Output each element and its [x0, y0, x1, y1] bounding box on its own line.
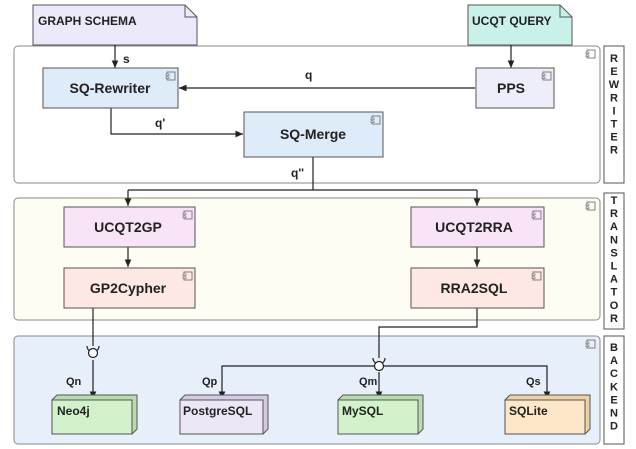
edge-label-q: q: [305, 68, 312, 82]
component-icon: [585, 201, 596, 211]
mysql-node: MySQL: [337, 394, 424, 435]
interface-socket-sql: [372, 357, 386, 372]
edge-q-double-prime: [128, 157, 477, 191]
rra2sql-node: RRA2SQL: [410, 267, 545, 309]
gp2cypher-label: GP2Cypher: [90, 280, 167, 296]
postgresql-node: PostgreSQL: [179, 394, 269, 435]
edge-rra2sql-bus: [378, 308, 478, 358]
edge-label-qs: Qs: [526, 376, 541, 388]
neo4j-node: Neo4j: [51, 394, 138, 435]
graph-schema-label: GRAPH SCHEMA: [38, 14, 137, 28]
pps-label: PPS: [497, 80, 525, 96]
edge-qp: [218, 365, 379, 399]
component-icon: [182, 271, 193, 281]
rra2sql-label: RRA2SQL: [441, 280, 508, 296]
sqlite-label: SQLite: [509, 404, 548, 418]
neo4j-label: Neo4j: [57, 404, 90, 418]
ucqt-query-label: UCQT QUERY: [472, 14, 552, 28]
postgresql-label: PostgreSQL: [183, 404, 252, 418]
edge-label-q-double-prime: q'': [291, 166, 304, 180]
edge-label-qm: Qm: [359, 376, 378, 388]
ucqt2rra-node: UCQT2RRA: [410, 206, 545, 248]
component-icon: [585, 339, 596, 349]
mysql-label: MySQL: [342, 404, 383, 418]
edge-label-qn: Qn: [66, 376, 82, 388]
edge-label-q-prime: q': [155, 116, 165, 130]
backend-layer: [13, 335, 601, 445]
sq-merge-node: SQ-Merge: [243, 111, 384, 158]
component-icon: [182, 210, 193, 220]
ucqt2gp-node: UCQT2GP: [63, 206, 196, 248]
sq-merge-label: SQ-Merge: [280, 126, 346, 142]
interface-socket-neo4j: [86, 345, 100, 359]
sq-rewriter-node: SQ-Rewriter: [42, 67, 179, 109]
component-icon: [165, 71, 176, 81]
component-icon: [531, 271, 542, 281]
edge-qs: [379, 365, 551, 399]
component-icon: [585, 49, 596, 59]
sqlite-node: SQLite: [504, 394, 591, 435]
pps-node: PPS: [475, 67, 555, 109]
component-icon: [541, 71, 552, 81]
sq-rewriter-label: SQ-Rewriter: [70, 80, 151, 96]
gp2cypher-node: GP2Cypher: [63, 267, 196, 309]
ucqt-query-note: UCQT QUERY: [467, 4, 573, 46]
component-icon: [370, 115, 381, 125]
ucqt2gp-label: UCQT2GP: [94, 219, 162, 235]
edges: [89, 45, 551, 399]
graph-schema-note: GRAPH SCHEMA: [32, 4, 198, 46]
edge-label-s: s: [123, 52, 130, 66]
edge-label-qp: Qp: [202, 376, 218, 388]
edge-q-prime: [110, 108, 243, 138]
component-icon: [531, 210, 542, 220]
ucqt2rra-label: UCQT2RRA: [435, 219, 513, 235]
